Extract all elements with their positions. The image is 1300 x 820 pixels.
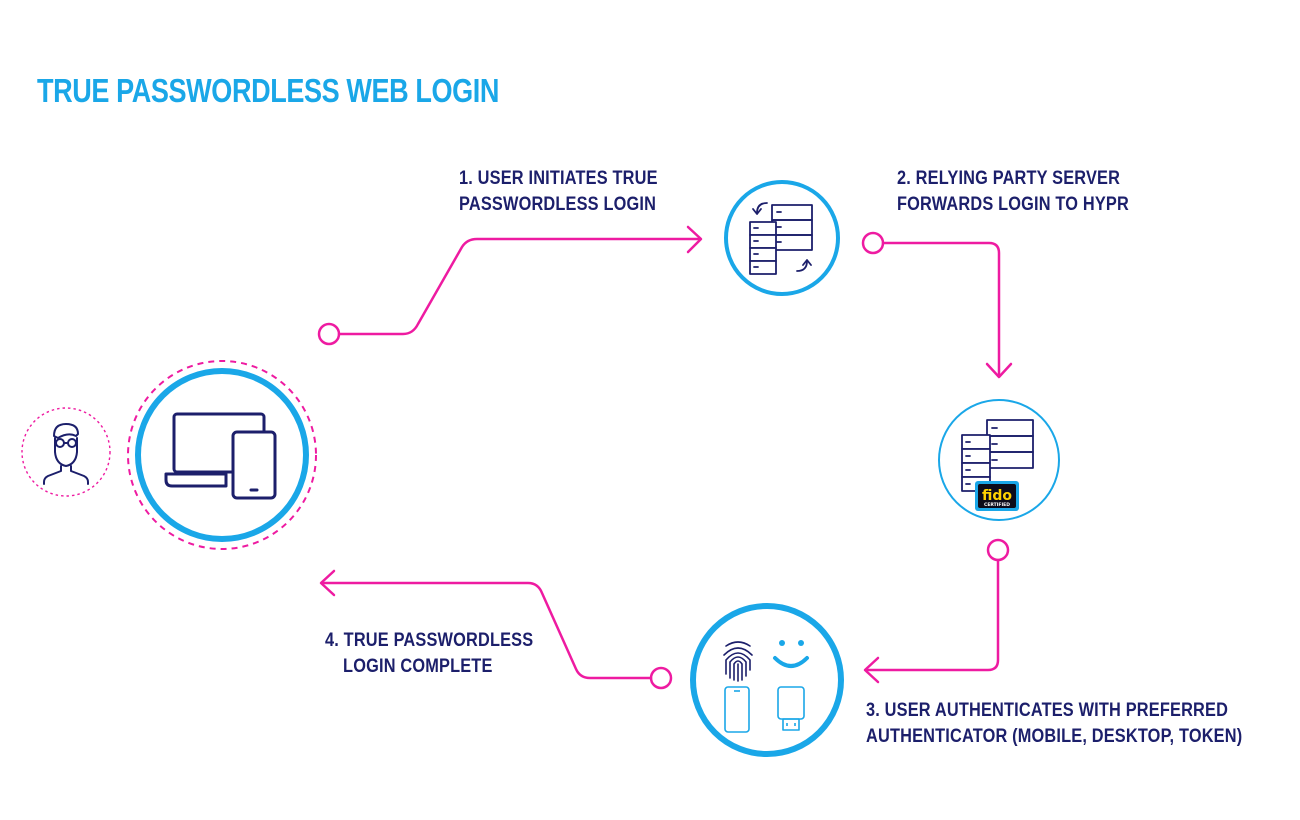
hypr-server-node: fido CERTIFIED: [938, 399, 1060, 521]
usb-token-icon: [777, 686, 805, 731]
connector-step-1: [317, 225, 703, 346]
user-avatar-icon: [43, 423, 89, 485]
devices-node: [127, 360, 317, 550]
page-title: TRUE PASSWORDLESS WEB LOGIN: [37, 72, 499, 109]
fido-certified-badge: fido CERTIFIED: [975, 481, 1019, 511]
fido-badge-main: fido: [982, 488, 1012, 504]
authenticators-node: [690, 603, 844, 757]
step-1-line-2: PASSWORDLESS LOGIN: [459, 194, 657, 215]
step-4-line-1: 4. TRUE PASSWORDLESS: [325, 630, 534, 651]
connector-step-2: [861, 231, 1013, 379]
step-3-line-1: 3. USER AUTHENTICATES WITH PREFERRED: [866, 700, 1229, 721]
step-4-line-2: LOGIN COMPLETE: [343, 656, 493, 677]
step-1-label: 1. USER INITIATES TRUE PASSWORDLESS LOGI…: [459, 166, 658, 218]
fingerprint-icon: [723, 641, 753, 682]
user-node: [21, 407, 111, 497]
mobile-phone-icon: [724, 686, 750, 733]
server-sync-icon: [749, 202, 813, 275]
step-4-label: 4. TRUE PASSWORDLESS LOGIN COMPLETE: [325, 628, 533, 680]
step-2-label: 2. RELYING PARTY SERVER FORWARDS LOGIN T…: [897, 166, 1129, 218]
step-3-label: 3. USER AUTHENTICATES WITH PREFERRED AUT…: [866, 698, 1242, 750]
fido-badge-sub: CERTIFIED: [984, 502, 1010, 508]
step-2-line-1: 2. RELYING PARTY SERVER: [897, 168, 1121, 189]
step-2-line-2: FORWARDS LOGIN TO HYPR: [897, 194, 1129, 215]
step-3-line-2: AUTHENTICATOR (MOBILE, DESKTOP, TOKEN): [866, 726, 1243, 747]
step-1-line-1: 1. USER INITIATES TRUE: [459, 168, 658, 189]
smiley-face-icon: [773, 640, 809, 668]
laptop-and-phone-icon: [164, 412, 277, 500]
server-fido-icon: [961, 419, 1034, 492]
connector-step-3: [863, 538, 1010, 684]
relying-party-server-node: [724, 180, 840, 296]
